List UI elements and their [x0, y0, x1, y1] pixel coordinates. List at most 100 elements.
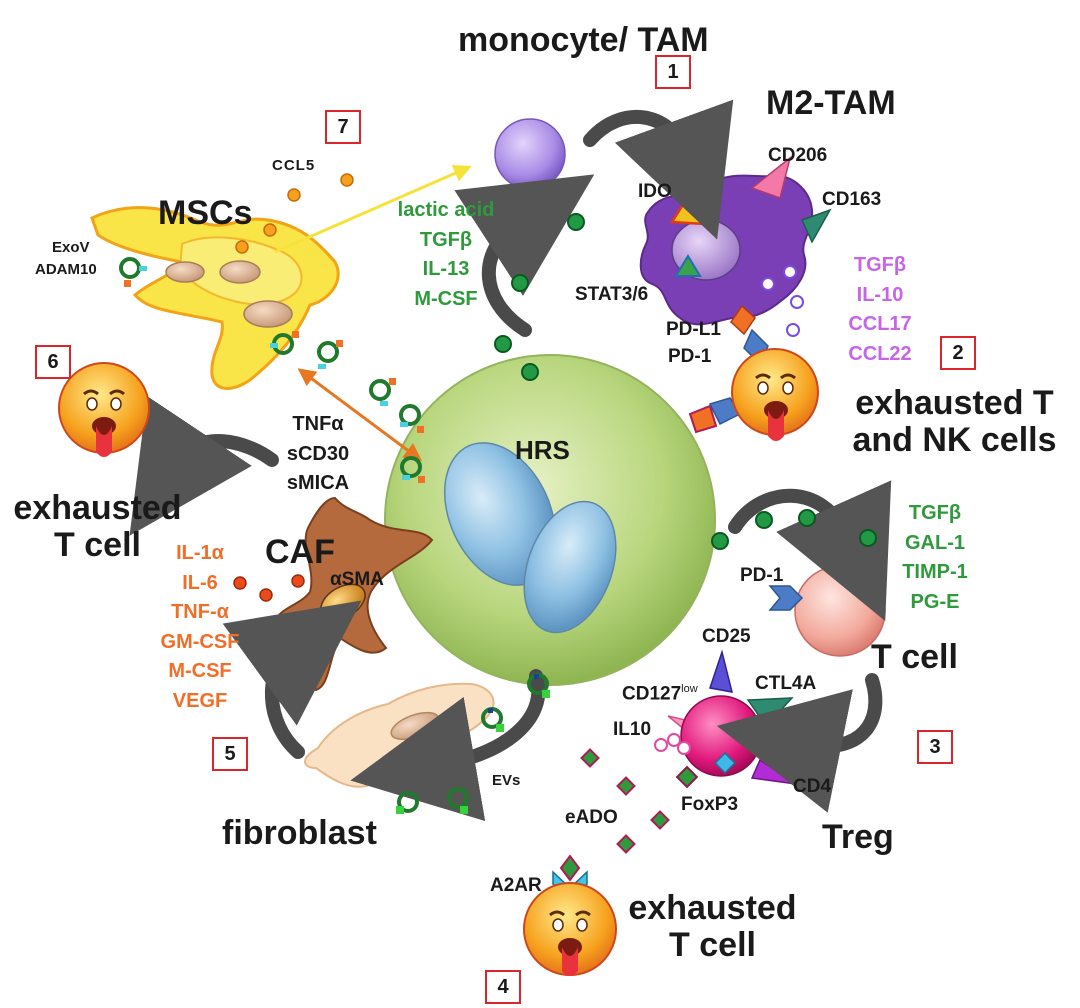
t-cell-inhibitor-list: TGFβ GAL-1 TIMP-1 PG-E — [885, 499, 985, 617]
exov-label: ExoV — [52, 239, 90, 256]
pd1-tcell-label: PD-1 — [740, 565, 784, 586]
t-cell-inhibitor-item: TIMP-1 — [902, 561, 968, 583]
stat-label: STAT3/6 — [575, 284, 649, 305]
arrow-hrs-to-monocyte — [454, 174, 595, 337]
step-number-6: 6 — [35, 345, 71, 379]
mscs-label: MSCs — [158, 194, 253, 232]
soluble-item: sMICA — [286, 472, 350, 494]
exhausted-t-nk-label: exhausted T and NK cells — [852, 384, 1057, 459]
ctl4a-label: CTL4A — [755, 673, 817, 694]
t-cell-inhibitor-item: TGFβ — [908, 502, 962, 524]
caf-secreted-item: GM-CSF — [160, 630, 240, 653]
fibroblast-cell — [304, 682, 495, 788]
arrow-monocyte-to-m2 — [583, 99, 734, 240]
arrow-hrs-to-tcell — [728, 480, 892, 622]
hrs-nucleus — [523, 500, 617, 634]
monocyte-tam-label: monocyte/ TAM — [458, 21, 709, 59]
caf-secreted-list: IL-1α IL-6 TNF-α GM-CSF M-CSF VEGF — [150, 539, 250, 716]
msc-nucleus — [243, 300, 293, 328]
msc-nucleus — [219, 260, 261, 284]
a2ar-label: A2AR — [490, 875, 542, 896]
vesicle-cargo — [124, 266, 550, 814]
cd25-label: CD25 — [702, 626, 751, 647]
caf-secreted-item: VEGF — [172, 689, 228, 712]
soluble-list: TNFα sCD30 sMICA — [268, 410, 368, 499]
process-arrows — [129, 99, 892, 822]
cd4-label: CD4 — [793, 776, 832, 797]
adam10-label: ADAM10 — [35, 261, 97, 278]
tam-secreted-particles — [761, 265, 804, 337]
arrow-fibroblast-to-caf — [222, 600, 362, 759]
cd206-receptor — [750, 156, 792, 199]
evs-label: EVs — [492, 772, 521, 789]
msc-nucleus — [165, 261, 205, 283]
pdl1-ligand-hrs — [688, 404, 718, 434]
hrs-secreted-item: TGFβ — [419, 228, 473, 251]
tam-secreted-item: IL-10 — [856, 283, 904, 306]
cd127-main-text: CD127 — [622, 683, 682, 705]
tam-secreted-item: TGFβ — [853, 254, 907, 276]
exhausted-t-cell-bottom-label: exhausted T cell — [628, 889, 797, 964]
hrs-secreted-item: IL-13 — [422, 258, 470, 280]
cd25-receptor — [709, 649, 734, 693]
tam-secreted-item: CCL22 — [848, 342, 912, 365]
pd1-upper-label: PD-1 — [668, 346, 712, 367]
pdl1-label: PD-L1 — [666, 319, 721, 340]
arrow-soluble-to-exhausted — [129, 395, 279, 536]
t-cell-label: T cell — [871, 638, 958, 676]
monocyte-cell — [494, 118, 566, 190]
cd206-label: CD206 — [768, 145, 828, 166]
il10-particles — [654, 733, 691, 755]
treg-label: Treg — [822, 818, 894, 856]
cd127-sup-text: low — [681, 683, 698, 695]
cd4-receptor — [750, 758, 797, 785]
hrs-secreted-item: M-CSF — [414, 287, 478, 310]
exhausted-face-tnk — [731, 348, 819, 441]
stat-marker — [674, 254, 702, 277]
arrow-tcell-to-treg — [716, 673, 883, 813]
step-number-1: 1 — [655, 55, 691, 89]
arrow-hrs-to-fibroblast — [350, 669, 546, 822]
step-number-3: 3 — [917, 730, 953, 764]
hrs-secreted-list: lactic acid TGFβ IL-13 M-CSF — [386, 196, 506, 314]
caf-secreted-item: M-CSF — [168, 660, 232, 682]
exhausted-face-bottom — [523, 882, 617, 976]
soluble-item: TNFα — [292, 413, 344, 435]
pdl1-ligand — [730, 304, 756, 336]
caf-label: CAF — [265, 533, 335, 571]
exhausted-t-cell-left-label: exhausted T cell — [13, 489, 182, 564]
m2-tam-label: M2-TAM — [766, 84, 896, 122]
caf-secreted-particles — [233, 574, 305, 602]
hrs-secreted-item: lactic acid — [397, 199, 495, 221]
treg-eado-marker — [675, 765, 699, 789]
step-number-5: 5 — [212, 737, 248, 771]
cd163-receptor — [800, 208, 832, 244]
foxp3-label: FoxP3 — [681, 794, 739, 815]
alpha-sma-label: αSMA — [330, 569, 384, 590]
exhausted-face-left — [58, 362, 150, 457]
tam-secreted-list: TGFβ IL-10 CCL17 CCL22 — [830, 251, 930, 369]
step-number-4: 4 — [485, 970, 521, 1004]
caf-secreted-item: IL-1α — [176, 542, 224, 564]
t-cell-inhibitor-item: GAL-1 — [905, 531, 965, 554]
hrs-label: HRS — [515, 435, 570, 465]
eado-label: eADO — [565, 807, 618, 828]
pdl1-pd1-pairs — [688, 304, 769, 434]
msc-cells — [90, 206, 340, 390]
il10-label: IL10 — [613, 719, 652, 740]
ccl5-particles — [235, 173, 354, 254]
caf-secreted-item: IL-6 — [182, 571, 218, 594]
fibroblast-label: fibroblast — [222, 814, 377, 852]
arrow-msc-to-monocyte — [274, 164, 472, 254]
cd163-label: CD163 — [822, 189, 882, 210]
cd127-label: CD127low — [622, 683, 698, 705]
eado-particles — [580, 748, 670, 854]
hrs-cell — [384, 354, 716, 686]
hrs-secreted-particles — [494, 213, 877, 550]
soluble-item: sCD30 — [286, 442, 350, 465]
arrow-hrs-msc — [297, 368, 423, 461]
t-cell-inhibitor-item: PG-E — [910, 590, 960, 613]
ido-label: IDO — [638, 181, 672, 202]
ccl5-label: CCL5 — [272, 157, 316, 174]
